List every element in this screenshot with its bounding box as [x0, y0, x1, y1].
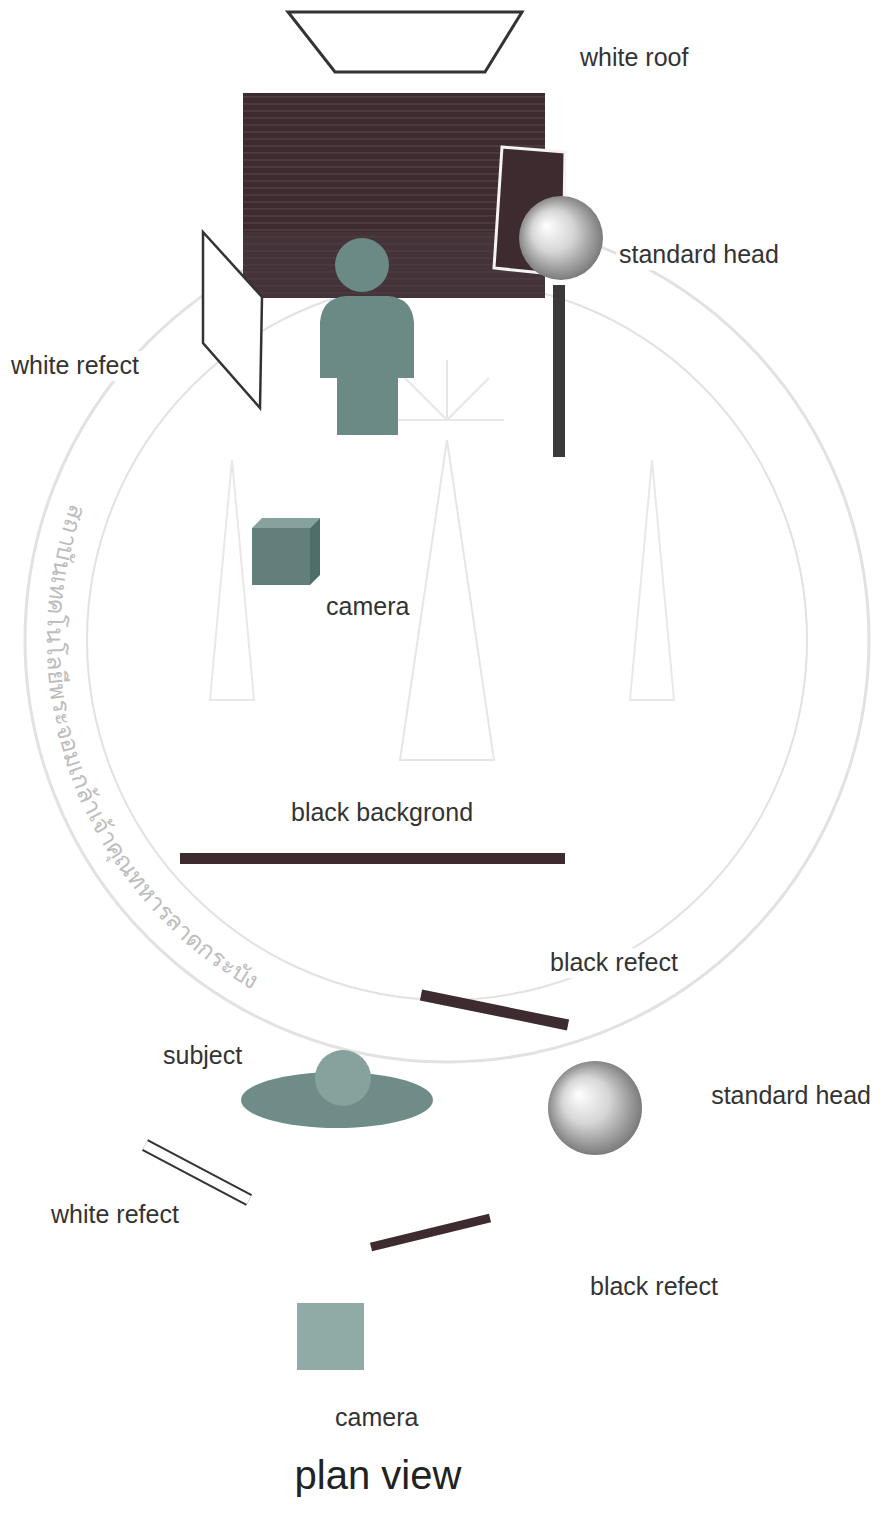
part-label: black backgrond: [288, 798, 476, 828]
black-reflector: [421, 995, 568, 1025]
part-label: black refect: [547, 948, 681, 978]
person-body: [320, 296, 414, 435]
subject-head: [315, 1050, 371, 1106]
part-label: camera: [332, 1403, 421, 1433]
white-reflector-outline: [145, 1145, 249, 1200]
view-caption: plan view: [291, 1451, 466, 1499]
standard-head-sphere: [519, 196, 603, 280]
person-head: [335, 238, 389, 292]
watermark-text: สถาบันเทคโนโลยีพระจอมเกล้าเจ้าคุณทหารลาด…: [41, 501, 264, 995]
seal-watermark: สถาบันเทคโนโลยีพระจอมเกล้าเจ้าคุณทหารลาด…: [25, 218, 869, 1062]
white-reflector: [203, 232, 262, 408]
black-background-line: [180, 853, 565, 864]
standard-head-sphere: [548, 1061, 642, 1155]
seal-text: สถาบันเทคโนโลยีพระจอมเกล้าเจ้าคุณทหารลาด…: [41, 501, 264, 995]
part-label: black refect: [587, 1272, 721, 1302]
part-label: standard head: [616, 240, 782, 270]
part-label: subject: [160, 1041, 245, 1071]
white-roof: [288, 12, 522, 72]
white-reflector: [145, 1145, 249, 1200]
part-label: standard head: [708, 1081, 874, 1111]
part-label: white refect: [8, 351, 142, 381]
part-label: camera: [323, 592, 412, 622]
part-label: white roof: [577, 43, 691, 73]
camera-cube: [252, 518, 320, 585]
part-label: white refect: [48, 1200, 182, 1230]
camera-square: [297, 1303, 364, 1370]
head-stand: [553, 285, 565, 457]
black-reflector: [371, 1218, 490, 1247]
